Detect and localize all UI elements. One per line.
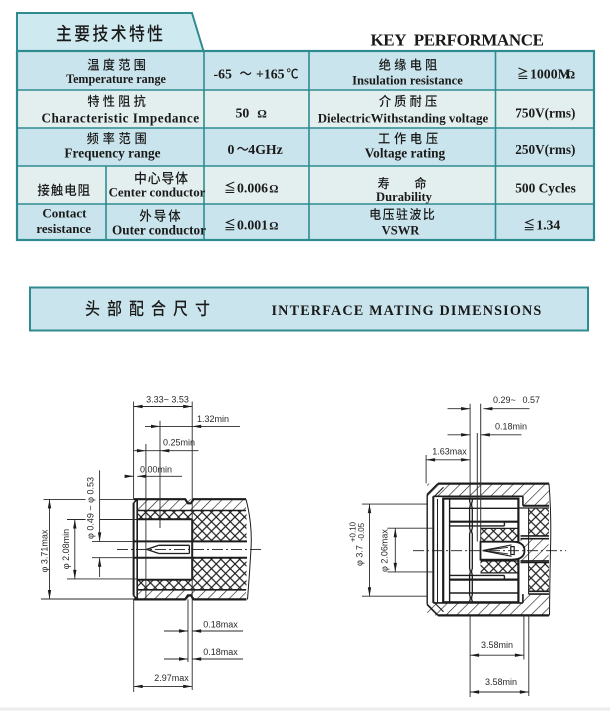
svg-text:0.00min: 0.00min <box>140 464 172 474</box>
svg-text:0.57: 0.57 <box>523 395 541 405</box>
svg-text:1.32min: 1.32min <box>197 414 229 424</box>
svg-text:φ 0.49 ~ φ 0.53: φ 0.49 ~ φ 0.53 <box>86 477 96 539</box>
svg-text:Temperature range: Temperature range <box>66 72 166 86</box>
svg-text:φ 3.71max: φ 3.71max <box>40 529 50 572</box>
svg-text:4GHz: 4GHz <box>248 142 282 157</box>
svg-text:Insulation resistance: Insulation resistance <box>352 74 463 88</box>
svg-text:2.97max: 2.97max <box>154 673 189 683</box>
svg-text:Ω: Ω <box>257 107 267 121</box>
svg-text:resistance: resistance <box>36 221 91 236</box>
svg-text:0.001: 0.001 <box>237 218 268 233</box>
svg-text:-0.05: -0.05 <box>357 522 366 541</box>
svg-text:φ 3.7: φ 3.7 <box>355 545 365 566</box>
svg-text:Ω: Ω <box>269 221 278 233</box>
svg-text:0: 0 <box>228 142 235 157</box>
svg-text:750V(rms): 750V(rms) <box>515 106 575 121</box>
svg-text:1000M: 1000M <box>530 66 571 81</box>
svg-text:-65: -65 <box>214 66 232 81</box>
svg-text:0.18max: 0.18max <box>203 647 238 657</box>
svg-text:0.25min: 0.25min <box>163 438 195 448</box>
svg-text:0.006: 0.006 <box>237 180 268 195</box>
svg-text:+0.10: +0.10 <box>349 521 358 542</box>
svg-text:0.18max: 0.18max <box>203 619 238 629</box>
svg-text:50: 50 <box>236 106 250 121</box>
svg-text:3.58min: 3.58min <box>485 677 517 687</box>
svg-text:Ω: Ω <box>269 183 278 195</box>
svg-text:1.63max: 1.63max <box>432 447 467 457</box>
svg-text:Ω: Ω <box>566 67 576 81</box>
svg-text:+165: +165 <box>256 66 285 81</box>
svg-text:Center conductor: Center conductor <box>109 186 206 200</box>
svg-text:500 Cycles: 500 Cycles <box>515 180 576 195</box>
svg-text:INTERFACE MATING DIMENSIONS: INTERFACE MATING DIMENSIONS <box>272 303 543 319</box>
svg-text:KEY PERFORMANCE: KEY PERFORMANCE <box>370 30 543 49</box>
svg-text:0.18min: 0.18min <box>495 421 527 431</box>
svg-text:φ 2.08min: φ 2.08min <box>61 529 71 569</box>
svg-text:250V(rms): 250V(rms) <box>515 142 575 157</box>
svg-text:Durability: Durability <box>376 190 433 204</box>
svg-text:Characteristic Impedance: Characteristic Impedance <box>41 111 199 126</box>
svg-text:3.58min: 3.58min <box>481 640 513 650</box>
svg-text:Voltage rating: Voltage rating <box>365 146 446 161</box>
svg-text:φ 2.06max: φ 2.06max <box>380 529 390 572</box>
svg-text:0.29~: 0.29~ <box>493 395 516 405</box>
svg-text:Frequency range: Frequency range <box>64 146 160 161</box>
svg-text:DielectricWithstanding voltage: DielectricWithstanding voltage <box>318 112 489 126</box>
svg-text:3.33~ 3.53: 3.33~ 3.53 <box>146 394 189 404</box>
svg-text:Outer conductor: Outer conductor <box>112 223 206 238</box>
svg-text:VSWR: VSWR <box>382 224 421 238</box>
svg-text:Contact: Contact <box>42 206 87 221</box>
svg-text:1.34: 1.34 <box>536 218 560 233</box>
